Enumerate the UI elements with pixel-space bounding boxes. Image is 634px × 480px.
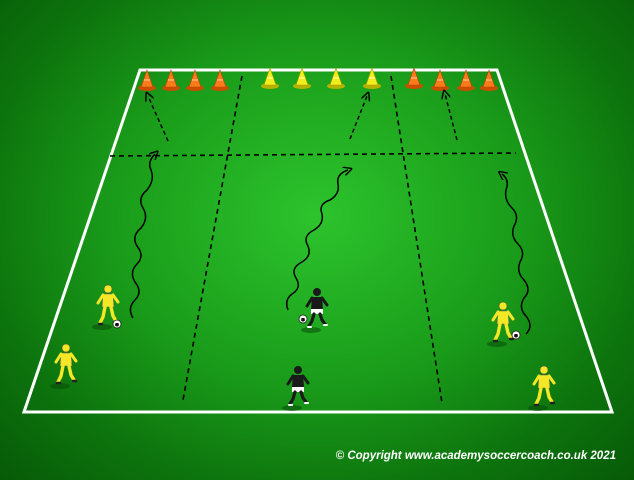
dribble-arrow-icon: [502, 174, 531, 335]
player-black-icon: [299, 286, 329, 335]
dribble-arrow-icon: [129, 154, 155, 319]
ball-icon: [511, 330, 521, 340]
player-yellow-icon: [48, 342, 78, 391]
cone-orange-icon: [161, 69, 181, 92]
cone-orange-icon: [430, 69, 450, 92]
pass-arrow-icon: [349, 96, 367, 140]
channel-divider-right: [390, 75, 443, 404]
cone-orange-icon: [210, 69, 230, 92]
player-yellow-icon: [526, 364, 556, 413]
ball-icon: [298, 314, 308, 324]
channel-divider-left: [182, 75, 243, 401]
cone-orange-icon: [479, 69, 499, 92]
pass-arrow-icon: [445, 94, 458, 141]
ball-icon: [112, 319, 122, 329]
player-yellow-icon: [485, 300, 515, 349]
pass-arrow-icon: [148, 96, 169, 142]
cone-orange-icon: [456, 69, 476, 92]
end-zone-dashed-line: [109, 152, 517, 157]
cone-orange-icon: [137, 69, 157, 92]
dribble-arrow-icon: [285, 170, 348, 311]
cone-orange-icon: [185, 69, 205, 92]
player-black-icon: [280, 364, 310, 413]
pitch-boundary: [21, 68, 615, 414]
copyright-notice: © Copyright www.academysoccercoach.co.uk…: [335, 450, 616, 462]
